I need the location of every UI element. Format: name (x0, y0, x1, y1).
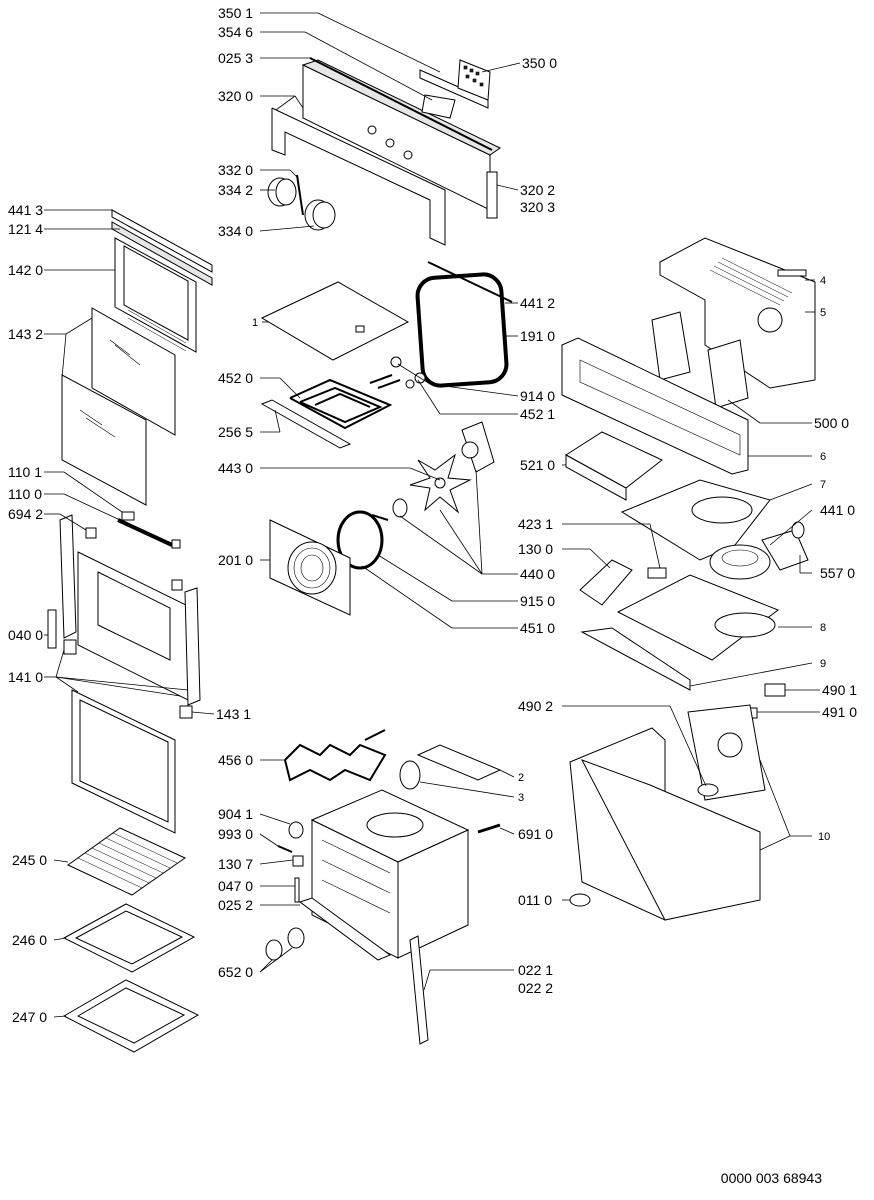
label-451-0: 451 0 (520, 620, 555, 636)
label-141-0: 141 0 (8, 669, 43, 685)
label-022-1: 022 1 (518, 962, 553, 978)
label-443-0: 443 0 (218, 460, 253, 476)
label-452-0: 452 0 (218, 370, 253, 386)
label-256-5: 256 5 (218, 424, 253, 440)
label-022-2: 022 2 (518, 980, 553, 996)
label-4: 4 (820, 275, 826, 287)
label-354-6: 354 6 (218, 24, 253, 40)
label-025-3: 025 3 (218, 50, 253, 66)
label-191-0: 191 0 (520, 328, 555, 344)
label-334-2: 334 2 (218, 182, 253, 198)
label-490-1: 490 1 (822, 682, 857, 698)
label-320-3: 320 3 (520, 199, 555, 215)
label-8: 8 (820, 622, 826, 634)
label-011-0: 011 0 (518, 892, 552, 908)
label-350-1: 350 1 (218, 5, 253, 21)
label-130-7: 130 7 (218, 856, 253, 872)
label-121-4: 121 4 (8, 221, 43, 237)
label-110-1: 110 1 (8, 464, 42, 480)
document-code: 0000 003 68943 (720, 1170, 822, 1186)
label-5: 5 (820, 307, 826, 319)
label-914-0: 914 0 (520, 388, 555, 404)
label-142-0: 142 0 (8, 262, 43, 278)
door-assembly-group (47, 209, 213, 834)
label-521-0: 521 0 (520, 457, 555, 473)
label-6: 6 (820, 451, 826, 463)
label-423-1: 423 1 (518, 516, 553, 532)
label-915-0: 915 0 (520, 593, 555, 609)
label-320-0: 320 0 (218, 88, 253, 104)
label-691-0: 691 0 (518, 826, 553, 842)
label-441-3: 441 3 (8, 202, 43, 218)
callout-labels: 350 1 354 6 025 3 350 0 320 0 332 0 334 … (8, 5, 857, 1025)
label-993-0: 993 0 (218, 826, 253, 842)
label-652-0: 652 0 (218, 964, 253, 980)
label-332-0: 332 0 (218, 162, 253, 178)
label-904-1: 904 1 (218, 806, 253, 822)
label-500-0: 500 0 (814, 415, 849, 431)
label-2: 2 (518, 772, 524, 784)
label-9: 9 (820, 658, 826, 670)
label-143-2: 143 2 (8, 326, 43, 342)
oven-cavity-group (265, 729, 502, 1045)
label-3: 3 (518, 792, 524, 804)
label-246-0: 246 0 (12, 932, 47, 948)
label-441-0: 441 0 (820, 502, 855, 518)
label-334-0: 334 0 (218, 223, 253, 239)
label-557-0: 557 0 (820, 565, 855, 581)
label-320-2: 320 2 (520, 182, 555, 198)
label-247-0: 247 0 (12, 1009, 47, 1025)
control-panel-group (267, 57, 501, 246)
rear-electronics-group (561, 237, 816, 921)
label-110-0: 110 0 (8, 486, 42, 502)
label-201-0: 201 0 (218, 552, 253, 568)
label-10: 10 (818, 831, 830, 843)
label-7: 7 (820, 479, 826, 491)
label-040-0: 040 0 (8, 627, 43, 643)
label-456-0: 456 0 (218, 752, 253, 768)
label-245-0: 245 0 (12, 852, 47, 868)
racks-trays-group (62, 827, 200, 1053)
label-491-0: 491 0 (822, 704, 857, 720)
label-452-1: 452 1 (520, 406, 555, 422)
label-047-0: 047 0 (218, 878, 253, 894)
leader-lines (44, 12, 820, 1018)
label-130-0: 130 0 (518, 541, 553, 557)
label-490-2: 490 2 (518, 698, 553, 714)
label-350-0: 350 0 (522, 55, 557, 71)
label-694-2: 694 2 (8, 506, 43, 522)
label-1: 1 (252, 317, 258, 329)
heating-fan-group (260, 261, 513, 616)
label-143-1: 143 1 (216, 706, 251, 722)
label-441-2: 441 2 (520, 295, 555, 311)
label-440-0: 440 0 (520, 566, 555, 582)
label-025-2: 025 2 (218, 897, 253, 913)
